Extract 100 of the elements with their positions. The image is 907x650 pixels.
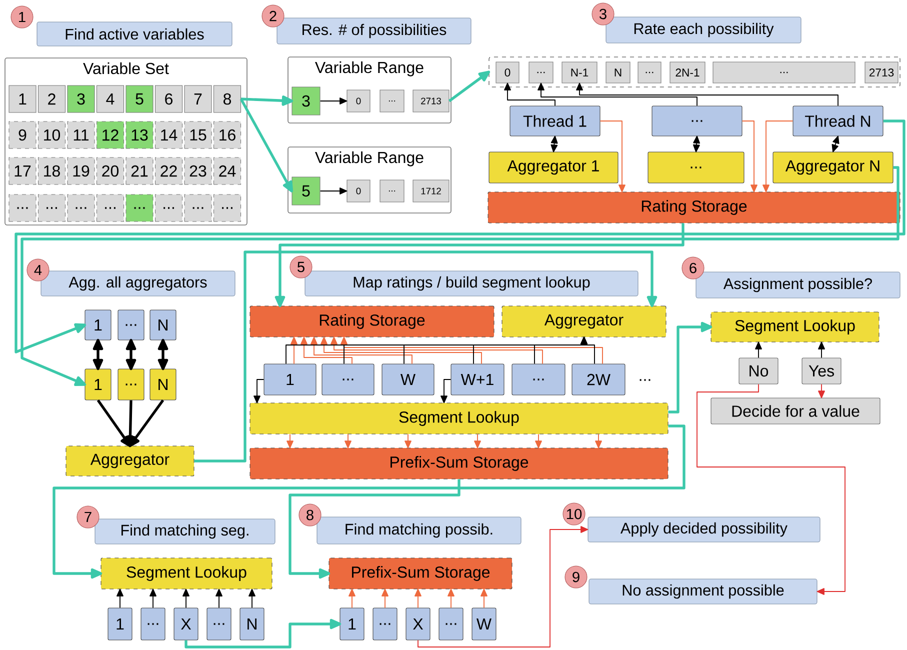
arrow: [595, 434, 602, 448]
variable-cell: ...: [213, 194, 242, 222]
arrow: [418, 526, 588, 648]
arrow: [288, 478, 460, 579]
thread-box: ...: [512, 364, 566, 396]
arrow: [290, 336, 298, 364]
arrow: [755, 342, 762, 358]
variable-cell: 14: [154, 121, 183, 149]
arrow: [300, 336, 352, 364]
step-number: 4: [26, 258, 50, 282]
aggregator-box: Aggregator 1: [488, 152, 618, 184]
variable-cell: 8: [213, 85, 242, 113]
decision-box: Yes: [802, 358, 842, 384]
arrow: [216, 588, 222, 608]
lookup-box: Aggregator: [502, 306, 666, 338]
storage-box: Rating Storage: [250, 306, 494, 338]
variable-cell: 2: [38, 85, 66, 113]
arrow: [535, 434, 542, 448]
variable-cell: 3: [292, 86, 320, 116]
arrow: [240, 98, 294, 192]
arrow: [580, 336, 595, 364]
arrow: [742, 120, 758, 192]
arrow: [762, 120, 794, 192]
lookup-box: Segment Lookup: [250, 402, 668, 434]
arrow: [414, 588, 422, 608]
value-cell: N-1: [562, 62, 598, 84]
thread-box: Thread 1: [510, 106, 600, 136]
arrow: [310, 336, 412, 364]
step-label: Res. # of possibilities: [276, 18, 472, 44]
arrow: [504, 82, 556, 106]
step-number: 1: [10, 6, 34, 28]
thread-box: N: [150, 310, 176, 340]
storage-box: Rating Storage: [488, 192, 900, 224]
thread-box: ...: [118, 310, 144, 340]
value-cell: 2N-1: [670, 62, 706, 84]
arrow: [474, 434, 481, 448]
double-arrow: [126, 338, 136, 370]
arrow: [382, 588, 388, 608]
arrow: [440, 379, 452, 404]
step-label: Map ratings / build segment lookup: [304, 270, 638, 296]
arrow: [192, 250, 658, 462]
step-number: 8: [298, 504, 322, 526]
value-cell: 0: [346, 90, 370, 112]
thread-box: ...: [206, 608, 232, 640]
value-cell: ...: [638, 62, 662, 84]
value-cell: 2713: [864, 62, 898, 84]
arrow: [538, 82, 698, 106]
arrow: [404, 434, 412, 448]
step-label: Rate each possibility: [606, 16, 802, 44]
arrow: [248, 588, 256, 608]
thread-box: ...: [322, 364, 374, 396]
aggregator-box: Aggregator N: [772, 152, 894, 184]
thread-box: 1: [84, 310, 112, 340]
thread-box: 1: [108, 608, 132, 640]
thread-box: ...: [140, 608, 166, 640]
value-cell: 0: [496, 62, 520, 84]
arrow: [320, 98, 348, 104]
double-arrow: [832, 136, 840, 152]
arrow: [128, 398, 164, 448]
step-label: Assignment possible?: [696, 272, 900, 298]
variable-cell: 13: [126, 121, 154, 149]
variable-cell: 3: [67, 85, 95, 113]
variable-cell: 24: [213, 157, 242, 185]
value-cell: ...: [528, 62, 554, 84]
value-cell: ...: [380, 180, 404, 202]
value-cell: 0: [346, 180, 370, 202]
arrow: [184, 618, 342, 648]
arrow: [52, 424, 686, 579]
variable-cell: 6: [154, 85, 183, 113]
thread-box: W+1: [450, 364, 504, 396]
thread-box: ...: [652, 106, 742, 136]
thread-box: 1: [340, 608, 364, 640]
arrow: [116, 588, 124, 608]
variable-cell: ...: [154, 194, 183, 222]
arrow: [286, 434, 294, 448]
step-number: 6: [682, 256, 704, 280]
double-arrow: [92, 338, 104, 370]
thread-box: 2W: [572, 364, 626, 396]
storage-box: Prefix-Sum Storage: [250, 448, 668, 480]
step-number: 3: [592, 2, 614, 26]
thread-box: 1: [264, 364, 316, 396]
step-number: 2: [262, 4, 284, 28]
step-label: No assignment possible: [588, 578, 818, 604]
value-cell: 2713: [412, 90, 450, 112]
arrow: [448, 588, 454, 608]
thread-box: N: [240, 608, 264, 640]
variable-cell: 23: [184, 157, 212, 185]
arrow: [330, 336, 543, 364]
step-label: Find active variables: [36, 22, 232, 46]
arrow: [14, 120, 906, 354]
lookup-box: Segment Lookup: [710, 312, 880, 342]
variable-cell: 7: [184, 85, 212, 113]
step-number: 10: [562, 502, 586, 526]
variable-cell: 12: [96, 121, 124, 149]
aggregator-box: 1: [84, 368, 112, 400]
arrow: [480, 588, 488, 608]
variable-cell: 5: [126, 85, 154, 113]
value-cell: ...: [712, 62, 856, 84]
variable-cell: ...: [8, 194, 36, 222]
aggregator-box: ...: [648, 152, 744, 184]
